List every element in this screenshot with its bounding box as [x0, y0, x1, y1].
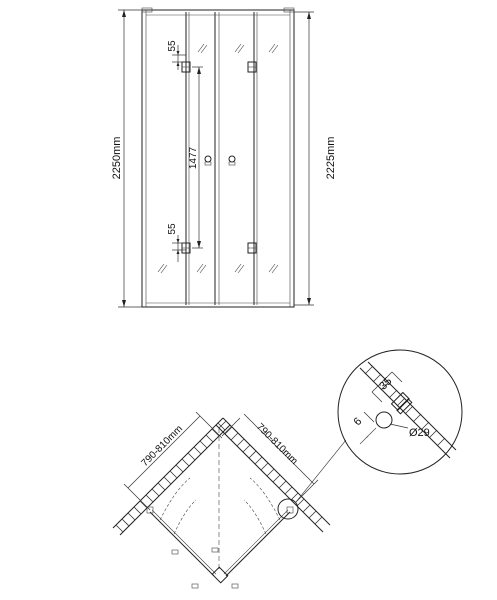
wall-profile	[390, 391, 413, 415]
overall-height-dimension: 2250mm	[111, 9, 142, 308]
detail-leader-line	[295, 439, 347, 503]
bottom-hinge-offset-dimension: 55	[167, 223, 186, 262]
hinge-bottom-right	[247, 242, 257, 254]
glass-reflection-marks	[157, 43, 279, 274]
right-wall	[215, 417, 331, 533]
plan-view: 790-810mm 790-810mm	[112, 411, 347, 589]
diameter-dimension: Ø29	[389, 423, 430, 439]
detail-callout-marker	[277, 498, 299, 520]
gap-dimension: 6	[351, 411, 375, 428]
hinge-top-right	[247, 61, 257, 73]
top-hinge-offset-dimension: 55	[167, 40, 186, 70]
gap-label: 6	[351, 415, 364, 428]
right-range-dimension: 790-810mm	[221, 413, 319, 503]
diameter-label: Ø29	[409, 427, 430, 439]
overall-height-label: 2250mm	[111, 137, 123, 180]
door-handle	[204, 155, 236, 166]
hinge-spacing-dimension: 1477	[188, 66, 203, 249]
panel-height-dimension: 2225mm	[294, 11, 337, 306]
right-range-label: 790-810mm	[254, 421, 300, 467]
detail-view: 35 6 Ø29	[337, 349, 463, 475]
left-range-dimension: 790-810mm	[123, 411, 223, 511]
panel-height-label: 2225mm	[325, 137, 337, 180]
detail-circle	[337, 349, 463, 475]
hinge-spacing-label: 1477	[188, 146, 199, 169]
frame-outline	[141, 9, 295, 308]
front-elevation: 1477 55 55	[111, 7, 337, 308]
top-hinge-offset-label: 55	[167, 40, 178, 52]
bottom-hinge-offset-label: 55	[167, 223, 178, 235]
glass-enclosure	[146, 477, 294, 589]
pivot-circle	[375, 411, 393, 429]
profile-width-label: 35	[377, 375, 394, 392]
left-wall	[112, 417, 231, 536]
